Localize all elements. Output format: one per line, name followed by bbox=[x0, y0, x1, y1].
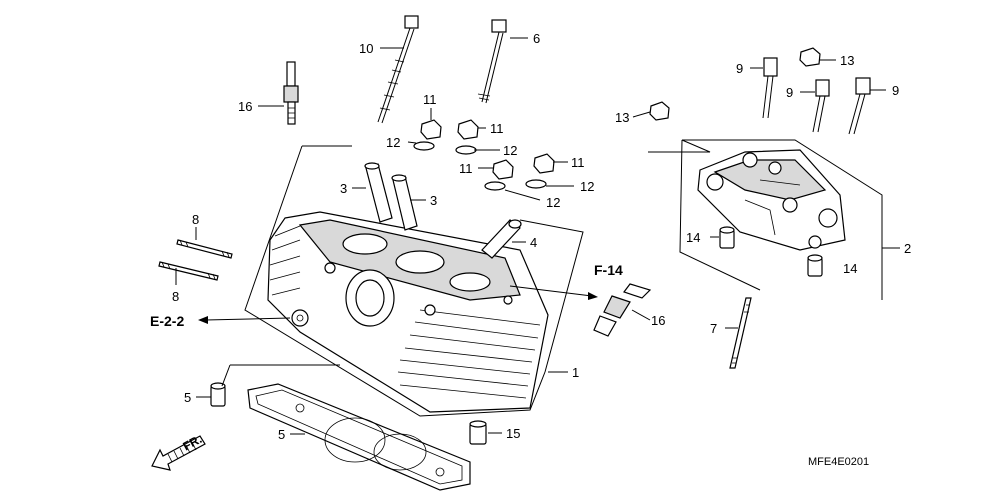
dowel-15 bbox=[469, 420, 487, 445]
callout-9b: 9 bbox=[786, 85, 793, 100]
nut-11b bbox=[457, 119, 479, 140]
callout-16a: 16 bbox=[238, 99, 252, 114]
callout-8a: 8 bbox=[192, 212, 199, 227]
callout-9a: 9 bbox=[736, 61, 743, 76]
cylinder-head bbox=[244, 145, 584, 417]
callout-2: 2 bbox=[904, 241, 911, 256]
washer-12d bbox=[484, 181, 506, 191]
spark-plug-16a bbox=[283, 61, 299, 125]
callout-7: 7 bbox=[710, 321, 717, 336]
stud-7 bbox=[729, 297, 752, 369]
callout-12c: 12 bbox=[580, 179, 594, 194]
spark-plug-16b bbox=[593, 283, 652, 337]
nut-13b bbox=[649, 101, 670, 121]
cylinder-head-gasket bbox=[247, 383, 471, 491]
dowel-14a bbox=[719, 226, 735, 249]
washer-12a bbox=[413, 141, 435, 151]
nut-13a bbox=[799, 47, 821, 67]
valve-guide-3b bbox=[391, 174, 418, 231]
bolt-9a bbox=[762, 57, 778, 119]
washer-12c bbox=[525, 179, 547, 189]
callout-15: 15 bbox=[506, 426, 520, 441]
callout-11d: 11 bbox=[571, 155, 585, 170]
diagram-code: MFE4E0201 bbox=[808, 456, 869, 468]
bolt-6 bbox=[477, 19, 507, 104]
callout-12b: 12 bbox=[503, 143, 517, 158]
callout-5a: 5 bbox=[184, 390, 191, 405]
callout-12a: 12 bbox=[386, 135, 400, 150]
bolt-9c bbox=[848, 77, 871, 135]
callout-5b: 5 bbox=[278, 427, 285, 442]
callout-8b: 8 bbox=[172, 289, 179, 304]
callout-1: 1 bbox=[572, 365, 579, 380]
stud-8a bbox=[176, 239, 233, 259]
ref-arrow-e22 bbox=[198, 316, 291, 324]
callout-14b: 14 bbox=[843, 261, 857, 276]
callout-10: 10 bbox=[359, 41, 373, 56]
rocker-arm-holder bbox=[648, 139, 900, 300]
nut-11d bbox=[533, 153, 555, 174]
stud-8b bbox=[158, 261, 219, 281]
valve-guide-4 bbox=[481, 219, 522, 259]
front-direction-arrow-icon bbox=[151, 435, 206, 471]
ref-arrow-f14 bbox=[509, 285, 598, 300]
callout-9c: 9 bbox=[892, 83, 899, 98]
bolt-10 bbox=[377, 15, 419, 124]
valve-guide-3a bbox=[364, 162, 393, 223]
leader-lines bbox=[175, 37, 886, 435]
callout-3b: 3 bbox=[430, 193, 437, 208]
callout-4: 4 bbox=[530, 235, 537, 250]
callout-3a: 3 bbox=[340, 181, 347, 196]
callout-13a: 13 bbox=[615, 110, 629, 125]
dowel-14b bbox=[807, 254, 823, 277]
nut-11c bbox=[492, 159, 514, 180]
callout-16b: 16 bbox=[651, 313, 665, 328]
ref-label-e22: E-2-2 bbox=[150, 313, 184, 329]
callout-12d: 12 bbox=[546, 195, 560, 210]
callout-11b: 11 bbox=[490, 121, 504, 136]
callout-11c: 11 bbox=[459, 161, 473, 176]
bolt-9b bbox=[812, 79, 830, 133]
callout-13b: 13 bbox=[840, 53, 854, 68]
callout-6: 6 bbox=[533, 31, 540, 46]
washer-12b bbox=[455, 145, 477, 155]
callout-11a: 11 bbox=[423, 92, 437, 107]
dowel-5 bbox=[210, 382, 226, 407]
callout-14a: 14 bbox=[686, 230, 700, 245]
nut-11a bbox=[420, 119, 442, 140]
ref-label-f14: F-14 bbox=[594, 262, 623, 278]
